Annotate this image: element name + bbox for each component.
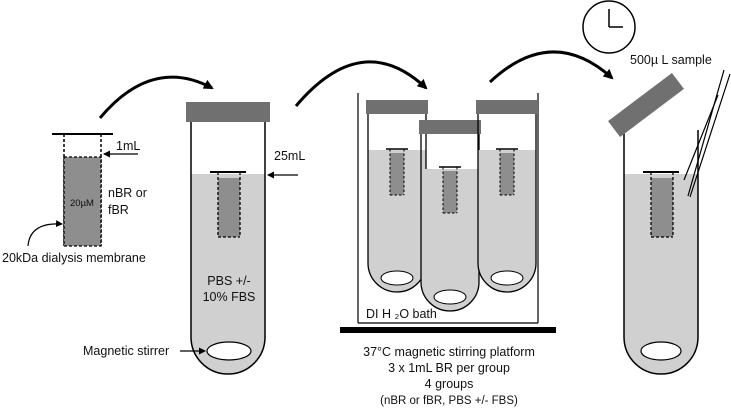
sample-volume-label: 500µ L sample bbox=[630, 53, 712, 67]
transfer-arrow-1 bbox=[98, 75, 214, 119]
medium-label-line1: PBS +/- bbox=[207, 274, 250, 288]
bath-tube-1 bbox=[366, 100, 428, 293]
open-cap bbox=[608, 72, 684, 138]
bath-tube-3 bbox=[476, 100, 538, 293]
platform-label-line4: (nBR or fBR, PBS +/- FBS) bbox=[380, 395, 518, 407]
clock-icon bbox=[582, 0, 636, 54]
sampling-stir-bar bbox=[640, 341, 682, 361]
platform-label-line3: 4 groups bbox=[425, 377, 474, 391]
transfer-arrow-2 bbox=[294, 60, 428, 107]
vial-concentration-label: 20µM bbox=[70, 198, 94, 209]
bath-tube-2 bbox=[419, 120, 481, 312]
membrane-pointer-arrow bbox=[27, 220, 63, 247]
membrane-label: 20kDa dialysis membrane bbox=[2, 251, 146, 265]
submerged-vial bbox=[210, 171, 246, 238]
stirring-platform bbox=[340, 327, 556, 333]
medium-label-line2: 10% FBS bbox=[203, 290, 256, 304]
stirrer-label: Magnetic stirrer bbox=[83, 344, 169, 358]
bath-label: DI H ₂O bath bbox=[366, 307, 437, 321]
water-bath bbox=[357, 93, 539, 324]
tube-cap bbox=[186, 102, 270, 122]
sampling-submerged-vial bbox=[643, 171, 679, 238]
pipette-icon bbox=[683, 69, 731, 198]
sampling-tube bbox=[623, 130, 699, 375]
vial-content-label-line1: nBR or bbox=[108, 186, 147, 200]
transfer-arrow-3 bbox=[488, 50, 614, 84]
platform-label-line1: 37°C magnetic stirring platform bbox=[363, 345, 535, 359]
conical-tube bbox=[186, 102, 270, 375]
tube-volume-label: 25mL bbox=[274, 149, 305, 163]
vial-volume-label: 1mL bbox=[116, 139, 140, 153]
magnetic-stir-bar bbox=[206, 341, 252, 361]
vial-content-label-line2: fBR bbox=[108, 203, 129, 217]
platform-label-line2: 3 x 1mL BR per group bbox=[388, 361, 510, 375]
dialysis-vial bbox=[52, 133, 113, 247]
